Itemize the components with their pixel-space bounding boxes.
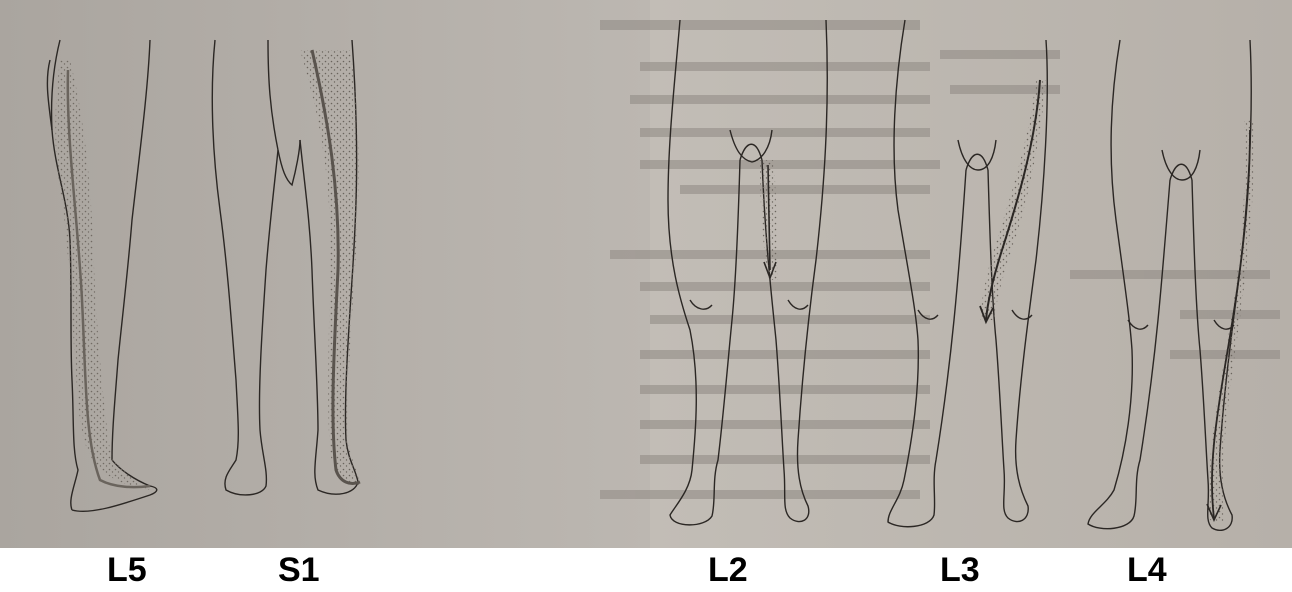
label-l5: L5 (107, 552, 147, 588)
label-l4: L4 (1127, 552, 1167, 588)
label-s1: S1 (278, 552, 320, 588)
dermatome-photo (0, 0, 1292, 548)
label-l2: L2 (708, 552, 748, 588)
label-l3: L3 (940, 552, 980, 588)
